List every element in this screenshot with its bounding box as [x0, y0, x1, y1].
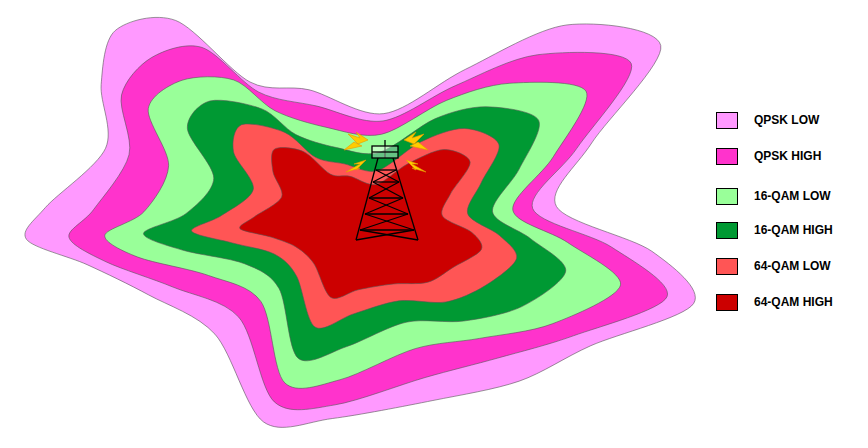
- legend-swatch: [716, 294, 738, 311]
- tower-symbol: [356, 140, 418, 240]
- legend-entry: 16-QAM HIGH: [716, 220, 833, 240]
- coverage-zone: [105, 77, 621, 389]
- legend-swatch: [716, 112, 738, 129]
- legend-entry: 64-QAM LOW: [716, 256, 831, 276]
- coverage-zone: [192, 124, 517, 328]
- legend-swatch: [716, 188, 738, 205]
- legend-swatch: [716, 148, 738, 165]
- legend-entry: 16-QAM LOW: [716, 186, 831, 206]
- coverage-zone: [240, 148, 482, 299]
- coverage-zones: [25, 17, 695, 427]
- legend-label: 16-QAM HIGH: [754, 223, 833, 237]
- legend-label: 64-QAM HIGH: [754, 295, 833, 309]
- legend-label: 64-QAM LOW: [754, 259, 831, 273]
- legend-label: QPSK LOW: [754, 113, 819, 127]
- coverage-zone: [25, 17, 695, 427]
- legend-entry: 64-QAM HIGH: [716, 292, 833, 312]
- legend-label: QPSK HIGH: [754, 149, 821, 163]
- coverage-zone: [69, 46, 668, 410]
- legend-entry: QPSK LOW: [716, 110, 819, 130]
- signal-bolts: [344, 132, 428, 172]
- coverage-zone: [143, 100, 565, 361]
- legend-swatch: [716, 222, 738, 239]
- legend-swatch: [716, 258, 738, 275]
- legend-label: 16-QAM LOW: [754, 189, 831, 203]
- legend-entry: QPSK HIGH: [716, 146, 821, 166]
